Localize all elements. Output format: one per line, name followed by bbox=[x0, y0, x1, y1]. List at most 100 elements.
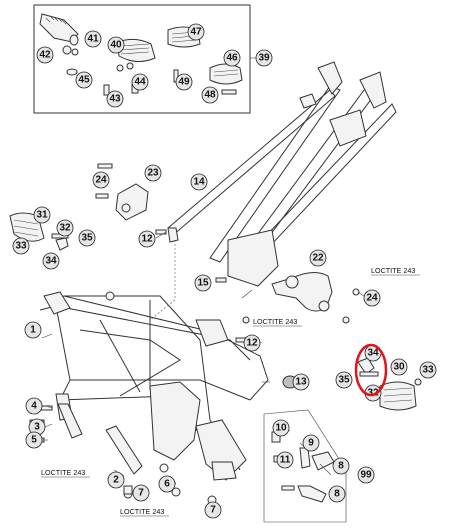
right-footpeg bbox=[357, 357, 422, 411]
callout: 30 bbox=[390, 358, 408, 376]
svg-text:6: 6 bbox=[164, 479, 170, 490]
svg-text:14: 14 bbox=[193, 177, 205, 188]
callout: 7 bbox=[132, 484, 150, 502]
callout: 41 bbox=[84, 30, 102, 48]
callout: 45 bbox=[75, 71, 93, 89]
callout: 11 bbox=[276, 451, 294, 469]
svg-text:39: 39 bbox=[258, 53, 270, 64]
svg-text:7: 7 bbox=[138, 488, 144, 499]
callout: 5 bbox=[25, 431, 43, 449]
svg-text:3: 3 bbox=[34, 422, 40, 433]
svg-text:45: 45 bbox=[78, 75, 90, 86]
svg-text:4: 4 bbox=[31, 401, 37, 412]
svg-text:47: 47 bbox=[190, 27, 202, 38]
callout: 42 bbox=[36, 46, 54, 64]
rear-footpeg-bracket bbox=[271, 272, 333, 312]
callout: 13 bbox=[292, 373, 310, 391]
callout: 99 bbox=[357, 466, 375, 484]
svg-text:41: 41 bbox=[87, 34, 99, 45]
svg-text:13: 13 bbox=[295, 377, 307, 388]
svg-text:12: 12 bbox=[141, 234, 153, 245]
callout: 43 bbox=[106, 90, 124, 108]
svg-text:44: 44 bbox=[134, 77, 146, 88]
callout: 12 bbox=[243, 334, 261, 352]
callout: 10 bbox=[272, 419, 290, 437]
svg-text:34: 34 bbox=[367, 348, 379, 359]
callout: 49 bbox=[175, 73, 193, 91]
svg-text:22: 22 bbox=[312, 253, 324, 264]
callout: 34 bbox=[42, 252, 60, 270]
svg-text:24: 24 bbox=[366, 293, 378, 304]
svg-text:31: 31 bbox=[36, 210, 48, 221]
svg-text:7: 7 bbox=[210, 505, 216, 516]
loctite-label: LOCTITE 243 bbox=[41, 468, 85, 477]
svg-text:46: 46 bbox=[226, 53, 238, 64]
callout: 32 bbox=[364, 384, 382, 402]
callout: 2 bbox=[107, 471, 125, 489]
callout: 9 bbox=[302, 434, 320, 452]
callout: 40 bbox=[107, 36, 125, 54]
inset-footpeg-parts bbox=[39, 13, 243, 96]
svg-text:23: 23 bbox=[147, 168, 159, 179]
callout: 39 bbox=[255, 49, 273, 67]
callout: 31 bbox=[33, 206, 51, 224]
loctite-label: LOCTITE 243 bbox=[371, 266, 415, 275]
callout: 33 bbox=[419, 361, 437, 379]
svg-text:8: 8 bbox=[334, 489, 340, 500]
svg-text:35: 35 bbox=[338, 375, 350, 386]
callout: 47 bbox=[187, 23, 205, 41]
svg-text:40: 40 bbox=[110, 40, 122, 51]
svg-text:35: 35 bbox=[81, 233, 93, 244]
svg-text:48: 48 bbox=[204, 90, 216, 101]
svg-text:34: 34 bbox=[45, 256, 57, 267]
callout: 6 bbox=[158, 475, 176, 493]
callout: 24 bbox=[92, 171, 110, 189]
svg-text:11: 11 bbox=[280, 455, 291, 466]
callout: 22 bbox=[309, 249, 327, 267]
svg-text:32: 32 bbox=[367, 388, 379, 399]
svg-text:1: 1 bbox=[30, 325, 36, 336]
callout: 35 bbox=[78, 229, 96, 247]
svg-text:32: 32 bbox=[59, 223, 71, 234]
rear-subframe bbox=[149, 61, 397, 321]
rider-footpeg-bracket bbox=[95, 163, 149, 221]
loctite-label: LOCTITE 243 bbox=[253, 317, 297, 326]
callout: 33 bbox=[12, 237, 30, 255]
callout: 8 bbox=[332, 457, 350, 475]
callout: 15 bbox=[194, 274, 212, 292]
callout: 23 bbox=[144, 164, 162, 182]
highlight-ring bbox=[354, 343, 388, 397]
callout: 32 bbox=[56, 219, 74, 237]
svg-text:10: 10 bbox=[275, 423, 287, 434]
svg-text:49: 49 bbox=[178, 77, 190, 88]
svg-text:42: 42 bbox=[39, 50, 51, 61]
callout: 44 bbox=[131, 73, 149, 91]
svg-text:30: 30 bbox=[393, 362, 405, 373]
callout: 24 bbox=[363, 289, 381, 307]
svg-text:12: 12 bbox=[246, 338, 258, 349]
svg-text:9: 9 bbox=[308, 438, 314, 449]
svg-text:2: 2 bbox=[113, 475, 119, 486]
svg-text:24: 24 bbox=[95, 175, 107, 186]
callout: 46 bbox=[223, 49, 241, 67]
callout: 12 bbox=[138, 230, 156, 248]
callout: 14 bbox=[190, 173, 208, 191]
callout: 7 bbox=[204, 501, 222, 519]
callout: 1 bbox=[24, 321, 42, 339]
svg-text:15: 15 bbox=[197, 278, 209, 289]
footpeg-kit-inset-box bbox=[33, 4, 251, 114]
loctite-labels: LOCTITE 243 LOCTITE 243 LOCTITE 243 LOCT… bbox=[41, 266, 420, 517]
svg-text:33: 33 bbox=[15, 241, 27, 252]
callout: 35 bbox=[335, 371, 353, 389]
callout: 4 bbox=[25, 397, 43, 415]
svg-text:43: 43 bbox=[109, 94, 121, 105]
callouts: 1 2 3 4 5 6 7 7 8 8 9 10 11 12 12 13 14 … bbox=[12, 23, 437, 519]
svg-text:5: 5 bbox=[31, 435, 37, 446]
svg-text:8: 8 bbox=[338, 461, 344, 472]
callout: 8 bbox=[328, 485, 346, 503]
svg-text:33: 33 bbox=[422, 365, 434, 376]
main-frame bbox=[39, 291, 269, 481]
svg-text:99: 99 bbox=[360, 470, 372, 481]
callout: 48 bbox=[201, 86, 219, 104]
